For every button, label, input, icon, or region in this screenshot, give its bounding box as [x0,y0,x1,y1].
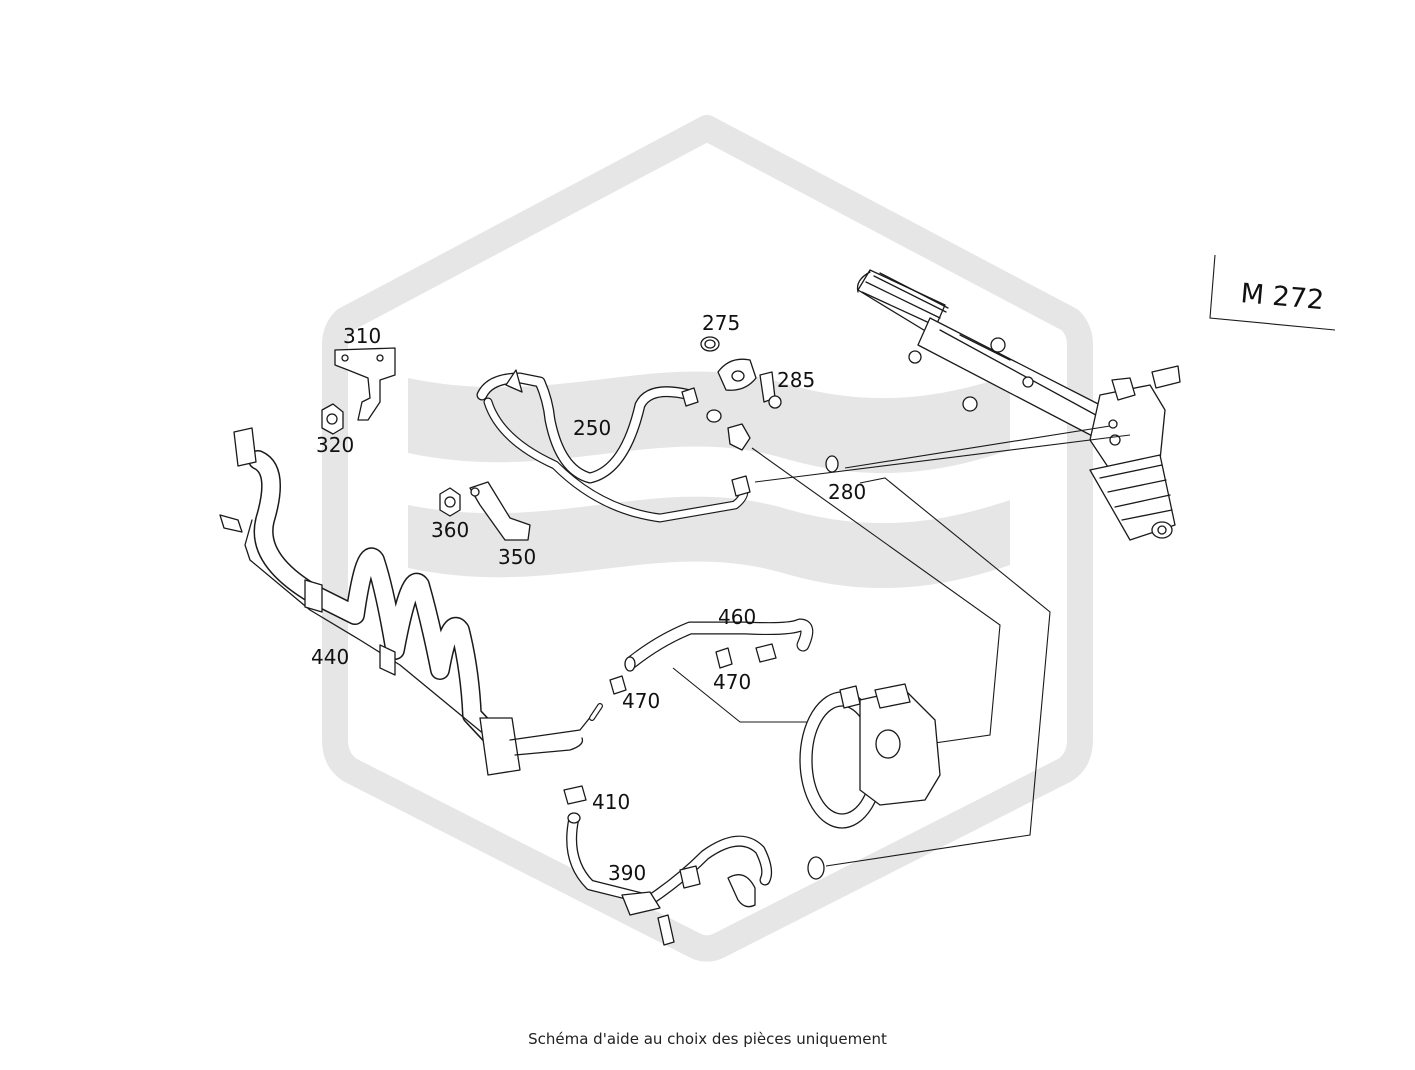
part-250-hose[interactable] [476,369,751,523]
leader-lines [672,425,1131,867]
steering-rack[interactable] [856,269,1181,541]
callout-410[interactable]: 410 [592,790,630,814]
callout-labels: 310 320 275 285 250 280 360 350 460 440 … [311,311,866,885]
footer-disclaimer: Schéma d'aide au choix des pièces unique… [528,1030,887,1048]
part-470-clamp-b[interactable] [715,643,777,669]
callout-310[interactable]: 310 [343,324,381,348]
callout-350[interactable]: 350 [498,545,536,569]
callout-285[interactable]: 285 [777,368,815,392]
model-tag: M 272 [1209,254,1336,331]
part-280-oring[interactable] [825,455,839,473]
power-steering-pump[interactable] [799,683,941,829]
part-440-cooler[interactable] [219,427,601,776]
callout-275[interactable]: 275 [702,311,740,335]
part-360-nut[interactable] [439,487,461,517]
part-410-clamp[interactable] [563,785,587,805]
part-470-clamp-a[interactable] [589,675,627,721]
callout-470-upper[interactable]: 470 [713,670,751,694]
model-label: M 272 [1239,278,1325,316]
callout-390[interactable]: 390 [608,861,646,885]
part-320-nut[interactable] [321,403,344,435]
part-285-fitting[interactable] [717,358,782,409]
part-390-hose[interactable] [566,812,825,946]
part-310-bracket[interactable] [334,347,396,421]
part-350-bracket[interactable] [469,481,531,541]
callout-320[interactable]: 320 [316,433,354,457]
callout-250[interactable]: 250 [573,416,611,440]
part-460-hose[interactable] [624,618,814,672]
part-275-oring[interactable] [700,336,720,352]
callout-460[interactable]: 460 [718,605,756,629]
callout-470-lower[interactable]: 470 [622,689,660,713]
callout-280[interactable]: 280 [828,480,866,504]
callout-440[interactable]: 440 [311,645,349,669]
callout-360[interactable]: 360 [431,518,469,542]
